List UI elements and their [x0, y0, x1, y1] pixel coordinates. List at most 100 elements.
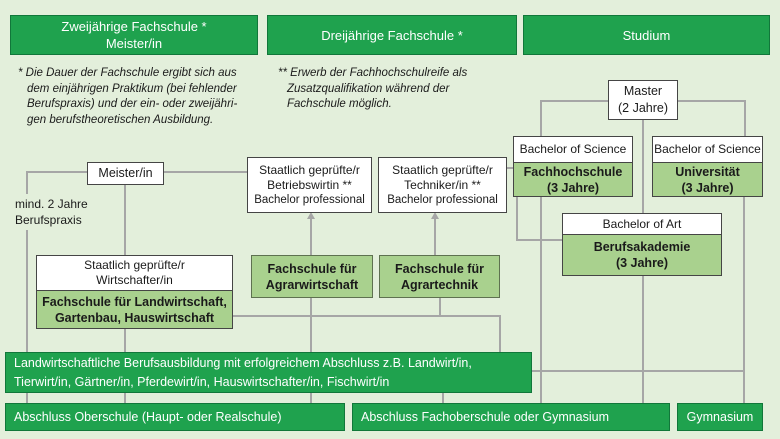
connector — [642, 119, 644, 213]
header-studium: Studium — [523, 15, 770, 55]
connector — [516, 239, 563, 241]
label-berufspraxis: mind. 2 Jahre Berufspraxis — [12, 194, 91, 230]
label-line: mind. 2 Jahre — [15, 197, 88, 211]
node-meister: Meister/in — [87, 162, 164, 185]
connector — [516, 196, 518, 241]
node-line: Bachelor of Art — [602, 216, 682, 231]
arrow-up-icon — [307, 212, 315, 219]
connector — [27, 171, 88, 173]
node-line: Bachelor of Science — [654, 142, 761, 156]
footnote-line: Zusatzqualifikation während der — [287, 82, 450, 95]
connector — [677, 100, 746, 102]
node-line: Fachschule für Landwirtschaft, — [42, 294, 227, 309]
connector — [540, 196, 542, 403]
node-line: Agrarwirtschaft — [265, 277, 359, 292]
connector — [499, 315, 501, 352]
footnote-fachhochschulreife: ** Erwerb der Fachhochschulreife als Zus… — [278, 66, 508, 113]
connector — [541, 100, 609, 102]
node-line: Gymnasium — [686, 409, 754, 424]
connector — [26, 393, 28, 403]
node-line: Fachschule für — [267, 261, 357, 276]
node-header: Bachelor of Science — [652, 136, 763, 163]
connector — [124, 393, 126, 403]
connector — [505, 167, 515, 169]
node-line: Agrartechnik — [400, 277, 479, 292]
connector — [743, 196, 745, 403]
node-master: Master (2 Jahre) — [608, 80, 678, 120]
node-line: Staatlich geprüfte/r — [259, 162, 360, 177]
footnote-fachschule-dauer: * Die Dauer der Fachschule ergibt sich a… — [18, 66, 258, 128]
connector — [439, 298, 441, 317]
node-body: Universität (3 Jahre) — [652, 163, 763, 197]
label-line: Berufspraxis — [15, 213, 82, 227]
node-line: (3 Jahre) — [546, 180, 600, 195]
node-fachschule-agrarwirtschaft: Fachschule für Agrarwirtschaft — [251, 255, 373, 298]
node-line: (2 Jahre) — [617, 101, 669, 115]
node-betriebswirtin: Staatlich geprüfte/r Betriebswirtin ** B… — [247, 157, 372, 213]
connector — [124, 329, 126, 352]
connector — [124, 185, 126, 255]
node-line: Tierwirt/in, Gärtner/in, Pferdewirt/in, … — [14, 374, 390, 389]
node-line: Abschluss Fachoberschule oder Gymnasium — [361, 409, 610, 424]
node-line: Meister/in — [98, 166, 153, 180]
node-line: Master — [623, 84, 663, 98]
node-line: (3 Jahre) — [681, 180, 734, 195]
connector — [540, 100, 542, 136]
connector — [310, 393, 312, 403]
node-line: Landwirtschaftliche Berufsausbildung mit… — [14, 355, 472, 370]
node-line: Gartenbau, Hauswirtschaft — [54, 310, 215, 325]
footnote-line: Berufspraxis) und der ein- oder zweijähr… — [27, 98, 238, 110]
connector — [310, 298, 312, 352]
node-abschluss-oberschule: Abschluss Oberschule (Haupt- oder Realsc… — [5, 403, 345, 431]
connector — [532, 370, 744, 372]
node-line: Universität — [675, 164, 740, 179]
node-line: Fachhochschule — [523, 164, 623, 179]
node-line: Bachelor of Science — [519, 142, 627, 156]
connector — [26, 171, 28, 352]
node-line: Bachelor professional — [254, 193, 365, 206]
connector — [442, 393, 444, 403]
node-line: Betriebswirtin ** — [267, 177, 352, 192]
connector — [310, 219, 312, 255]
node-fachschule-agrartechnik: Fachschule für Agrartechnik — [379, 255, 500, 298]
node-line: Abschluss Oberschule (Haupt- oder Realsc… — [14, 409, 282, 424]
connector — [744, 100, 746, 136]
node-universitaet: Bachelor of Science Universität (3 Jahre… — [652, 136, 763, 197]
header-dreijaehrige-fachschule: Dreijährige Fachschule * — [267, 15, 517, 55]
node-gymnasium: Gymnasium — [677, 403, 763, 431]
header-line: Zweijährige Fachschule * — [61, 19, 207, 34]
node-line: Fachschule für — [395, 261, 484, 276]
header-line: Meister/in — [105, 36, 163, 51]
header-zweijaehrige-fachschule: Zweijährige Fachschule * Meister/in — [10, 15, 258, 55]
node-berufsausbildung: Landwirtschaftliche Berufsausbildung mit… — [5, 352, 532, 393]
connector — [434, 219, 436, 255]
node-body: Fachschule für Landwirtschaft, Gartenbau… — [36, 291, 233, 329]
node-line: Berufsakademie — [593, 240, 691, 254]
node-line: Wirtschafter/in — [96, 273, 173, 287]
node-line: Staatlich geprüfte/r — [392, 162, 493, 177]
footnote-line: Fachschule möglich. — [287, 98, 392, 110]
node-berufsakademie: Bachelor of Art Berufsakademie (3 Jahre) — [562, 213, 722, 276]
node-header: Bachelor of Art — [562, 213, 722, 235]
footnote-line: dem einjährigen Praktikum (bei fehlender — [27, 82, 237, 95]
footnote-line: gen berufstheoretischen Ausbildung. — [27, 113, 214, 126]
node-techniker: Staatlich geprüfte/r Techniker/in ** Bac… — [378, 157, 507, 213]
node-line: Staatlich geprüfte/r — [84, 258, 185, 272]
footnote-line: * Die Dauer der Fachschule ergibt sich a… — [18, 67, 237, 79]
node-line: Bachelor professional — [387, 193, 498, 206]
node-abschluss-fachoberschule: Abschluss Fachoberschule oder Gymnasium — [352, 403, 670, 431]
connector — [233, 315, 501, 317]
connector — [164, 171, 248, 173]
header-line: Studium — [622, 27, 671, 43]
node-body: Berufsakademie (3 Jahre) — [562, 235, 722, 276]
node-line: (3 Jahre) — [615, 256, 669, 270]
footnote-line: ** Erwerb der Fachhochschulreife als — [278, 67, 468, 79]
node-header: Staatlich geprüfte/r Wirtschafter/in — [36, 255, 233, 291]
node-line: Techniker/in ** — [404, 177, 481, 192]
node-wirtschafter: Staatlich geprüfte/r Wirtschafter/in Fac… — [36, 255, 233, 329]
arrow-up-icon — [431, 212, 439, 219]
node-fachhochschule: Bachelor of Science Fachhochschule (3 Ja… — [513, 136, 633, 197]
header-line: Dreijährige Fachschule * — [321, 27, 463, 43]
connector — [642, 276, 644, 403]
